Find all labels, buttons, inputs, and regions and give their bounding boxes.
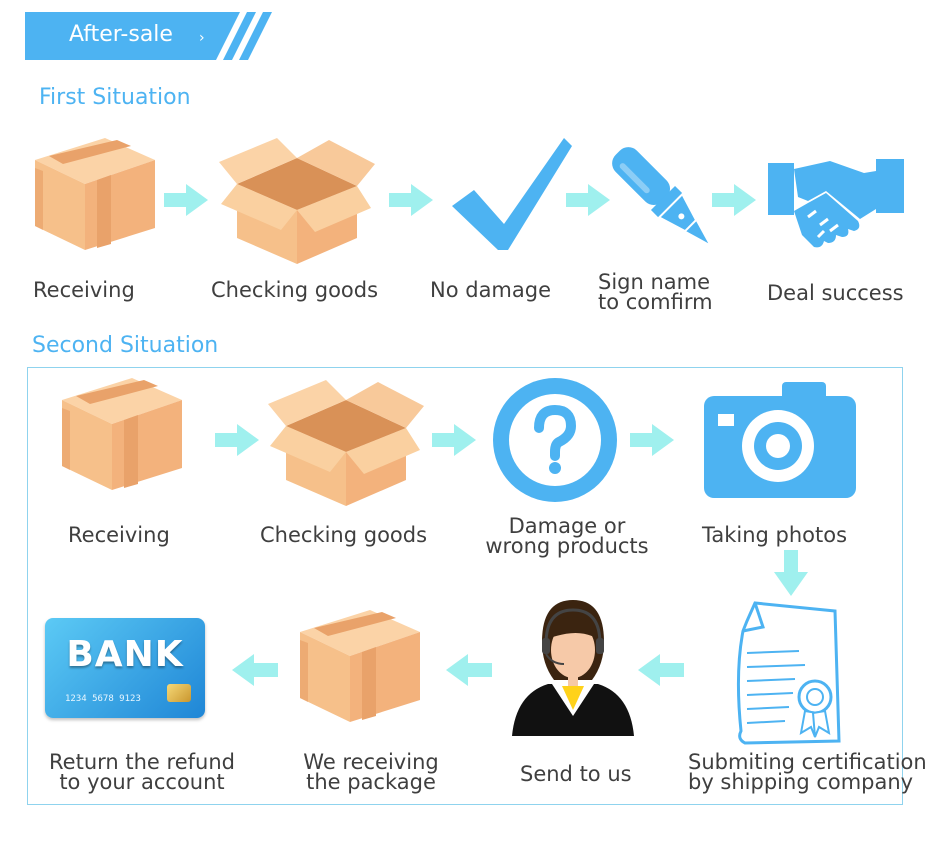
arrow-right-icon <box>215 424 259 456</box>
handshake-icon <box>768 159 904 248</box>
bank-card-icon: BANK 1234 5678 9123 <box>45 618 205 718</box>
banner-title: After-sale <box>69 22 173 47</box>
arrow-right-icon <box>712 184 756 216</box>
step-label: Send to us <box>520 762 632 786</box>
step-label: Receiving <box>68 523 170 547</box>
bank-card-brand: BANK <box>66 634 184 675</box>
camera-icon <box>704 382 856 498</box>
arrow-right-icon <box>432 424 476 456</box>
step-label-line: by shipping company <box>688 770 914 794</box>
step-label-line: wrong products <box>485 534 649 558</box>
closed-box-icon <box>62 378 182 490</box>
closed-box-icon <box>35 138 155 250</box>
checkmark-icon <box>452 138 572 250</box>
open-box-icon <box>219 138 375 264</box>
pen-icon <box>612 147 709 244</box>
step-label: Checking goods <box>211 278 379 302</box>
step-label-line: to comfirm <box>598 290 713 314</box>
step-label: Damage or wrong products <box>484 514 650 558</box>
step-label-line: Return the refund <box>49 750 235 774</box>
step-label: Submiting certification by shipping comp… <box>688 750 927 794</box>
open-box-icon <box>268 380 424 506</box>
step-label-line: We receiving <box>303 750 439 774</box>
arrow-left-icon <box>638 654 684 686</box>
step-label-line: Sign name <box>598 270 711 294</box>
step-label: Checking goods <box>260 523 428 547</box>
chip-icon <box>167 684 191 702</box>
certificate-icon <box>736 601 841 745</box>
arrow-down-icon <box>774 550 808 596</box>
arrow-right-icon <box>389 184 433 216</box>
step-label: We receiving the package <box>300 750 442 794</box>
second-situation-frame <box>27 367 903 805</box>
step-label: Taking photos <box>702 523 848 547</box>
step-label-line: Damage or <box>508 514 626 538</box>
second-situation-title: Second Situation <box>32 333 219 358</box>
arrow-right-icon <box>630 424 674 456</box>
arrow-right-icon <box>164 184 208 216</box>
step-label: Return the refund to your account <box>46 750 238 794</box>
step-label: No damage <box>430 278 552 302</box>
question-icon <box>493 378 617 502</box>
after-sale-banner: › <box>25 12 272 60</box>
customer-service-icon <box>512 600 634 736</box>
step-label-line: the package <box>306 770 436 794</box>
closed-box-icon <box>300 610 420 722</box>
step-label: Sign name to comfirm <box>598 270 713 314</box>
step-label: Receiving <box>33 278 135 302</box>
arrow-left-icon <box>232 654 278 686</box>
first-situation-title: First Situation <box>39 85 191 110</box>
chevron-right-icon: › <box>199 30 205 46</box>
arrow-left-icon <box>446 654 492 686</box>
step-label: Deal success <box>767 281 904 305</box>
step-label-line: Submiting certification <box>688 750 927 774</box>
step-label-line: to your account <box>59 770 225 794</box>
bank-card-number: 1234 5678 9123 <box>65 694 141 704</box>
